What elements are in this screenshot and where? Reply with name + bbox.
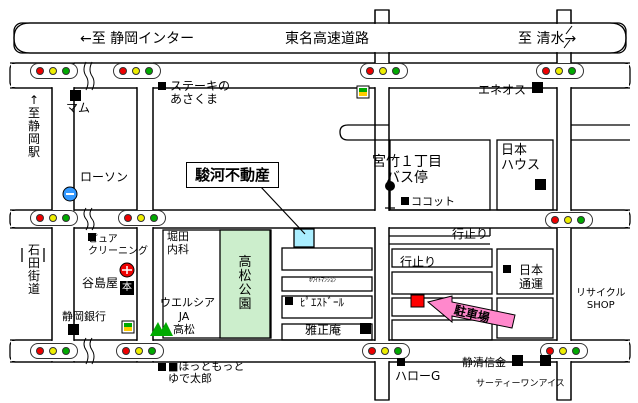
- pure-cleaning-label: ピュア クリーニング: [88, 234, 148, 257]
- traffic-signal-icon: [116, 343, 164, 359]
- p-estoile-label: ﾋﾟｴｽﾄﾞｰﾙ: [300, 296, 344, 309]
- steak-marker: [158, 82, 166, 90]
- traffic-signal-icon: [545, 212, 593, 228]
- p-estoile-marker: [285, 297, 293, 305]
- ishida-street-label: 石田街道: [27, 243, 40, 296]
- traffic-signal-icon: [360, 63, 408, 79]
- traffic-signal-icon: [30, 210, 78, 226]
- parking-marker: [410, 294, 425, 308]
- hello-g-label: ハローG: [395, 369, 441, 383]
- seishin-marker: [512, 355, 523, 366]
- ja-icon: [150, 322, 173, 336]
- gashoan-marker: [360, 323, 371, 334]
- shizuoka-bank-marker: [68, 324, 79, 335]
- highway-east-label: 至 清水→: [518, 31, 577, 47]
- parking-arrow: [426, 295, 516, 329]
- traffic-signal-icon: [362, 343, 410, 359]
- eneos-label: エネオス: [478, 83, 527, 97]
- traffic-signal-icon: [30, 343, 78, 359]
- eneos-marker: [532, 82, 543, 93]
- to-station-label: ↑至静岡駅: [27, 93, 40, 159]
- company-location: [293, 228, 315, 248]
- mam-label: マム: [66, 101, 91, 115]
- lawson-label: ローソン: [80, 170, 129, 184]
- family-mart-icon: [356, 85, 370, 99]
- nihon-house-label: 日本 ハウス: [501, 143, 541, 173]
- ja-label: JA 高松: [173, 310, 195, 336]
- mam-marker: [70, 90, 81, 101]
- cocotte-label: ココット: [411, 195, 455, 208]
- traffic-signal-icon: [113, 63, 161, 79]
- thirty-one-marker: [540, 355, 551, 366]
- dead-end-label: 行止り: [452, 227, 489, 241]
- welcia-label: ウエルシア: [160, 296, 215, 309]
- gashoan-label: 雅正庵: [305, 323, 342, 337]
- yatoshimaya-label: 谷島屋: [82, 276, 119, 290]
- nihon-house-marker: [535, 179, 546, 190]
- hello-g-marker: [397, 358, 405, 366]
- shizuoka-bank-label: 静岡銀行: [62, 310, 106, 323]
- bank-icon: [119, 262, 135, 278]
- nihon-dori-marker: [503, 265, 511, 273]
- dead-end-label-2: 行止り: [400, 255, 437, 269]
- nihon-house-block: [496, 139, 554, 211]
- pure-marker: [88, 233, 96, 241]
- park-label: 高松公園: [238, 255, 252, 312]
- family-mart-icon-2: [121, 320, 135, 334]
- hotto-label: ■ほっともっと ゆで太郎: [168, 360, 245, 385]
- highway-west-label: ←至 静岡インター: [80, 31, 195, 47]
- highway-name: 東名高速道路: [285, 31, 369, 47]
- company-label[interactable]: 駿河不動産: [186, 162, 280, 188]
- book-icon: 本: [120, 281, 134, 295]
- steak-label: ステーキの あさくま: [170, 79, 231, 106]
- traffic-signal-icon: [118, 210, 166, 226]
- hotto-marker: [158, 363, 166, 371]
- park-area: [219, 229, 271, 339]
- nihon-dori-label: 日本 通運: [519, 263, 544, 291]
- thirty-one-label: サーティーワンアイス: [476, 379, 565, 389]
- eneos-icon: [62, 186, 78, 202]
- horita-label: 堀田 内科: [167, 230, 189, 256]
- traffic-signal-icon: [30, 63, 78, 79]
- bus-stop-label: 宮竹１丁目 バス停: [372, 154, 442, 186]
- traffic-signal-icon: [540, 343, 588, 359]
- recycle-label: リサイクル SHOP: [576, 288, 626, 311]
- cocotte-marker: [401, 197, 409, 205]
- mansion-label: ﾎﾜｲﾄﾏﾝｼｮﾝ: [309, 277, 337, 284]
- traffic-signal-icon: [536, 63, 584, 79]
- seishin-label: 静清信金: [462, 356, 506, 369]
